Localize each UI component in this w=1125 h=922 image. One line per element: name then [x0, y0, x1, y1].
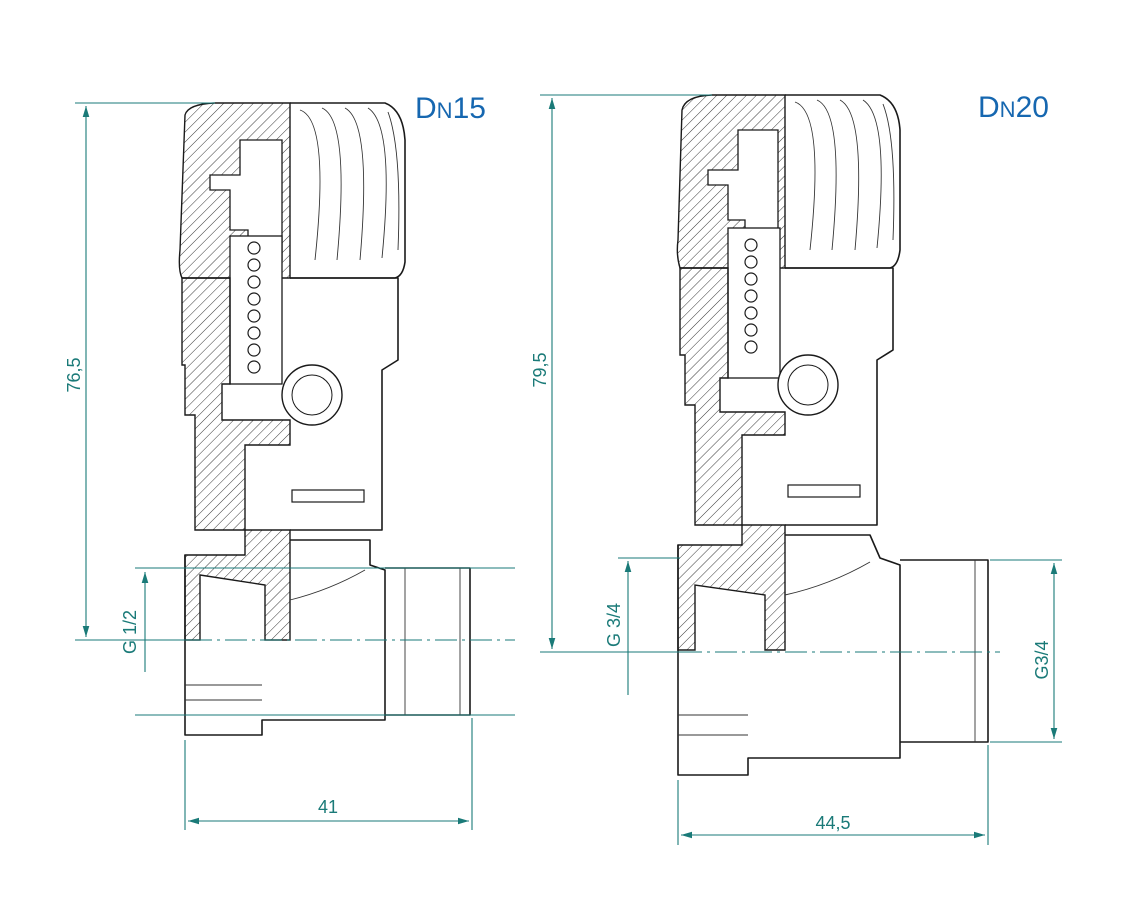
- cap-ribs-dn20: [794, 99, 895, 251]
- body-section-dn20: [679, 267, 786, 526]
- cap-knob-dn15: [290, 102, 406, 279]
- body-right-dn20: [785, 267, 894, 526]
- cap-knob-dn20: [785, 94, 901, 269]
- spring-coils-dn20: [744, 238, 758, 354]
- spring-housing-dn20: [727, 227, 781, 379]
- lower-section-dn15: [184, 529, 291, 641]
- cap-cavity-dn15: [209, 139, 283, 261]
- thread-label-dn15: G 1/2: [120, 610, 140, 654]
- pin-dn20: [787, 484, 861, 498]
- cap-cavity-dn20: [707, 129, 779, 251]
- dimensions-dn20: [540, 94, 1062, 845]
- thread-label-right-dn20: G3/4: [1032, 640, 1052, 679]
- port-inner-dn15: [291, 374, 333, 416]
- lower-body-dn15: [184, 539, 386, 736]
- dimensions-dn15: [75, 102, 515, 830]
- valve-dn15: [178, 102, 471, 736]
- spring-coils-dn15: [247, 241, 261, 374]
- body-section-dn15: [181, 277, 291, 531]
- valve-dn20: [676, 94, 989, 776]
- thread-label-left-dn20: G 3/4: [604, 603, 624, 647]
- title-dn15: DN15: [415, 92, 486, 125]
- port-circle-dn20: [777, 354, 839, 416]
- port-circle-dn15: [281, 364, 343, 426]
- thread-lines-dn20: [678, 560, 976, 742]
- lower-body-dn20: [677, 534, 901, 776]
- cap-ribs-dn15: [299, 107, 400, 261]
- height-dim-dn20: 79,5: [530, 352, 550, 387]
- thread-lines-dn15: [185, 568, 461, 715]
- body-right-dn15: [290, 277, 399, 531]
- thread-end-dn15: [385, 567, 471, 716]
- pin-dn15: [291, 489, 365, 503]
- lower-section-dn20: [677, 524, 786, 651]
- width-dim-dn15: 41: [318, 797, 338, 817]
- thread-end-dn20: [900, 559, 989, 743]
- title-dn20: DN20: [978, 91, 1049, 124]
- width-dim-dn20: 44,5: [815, 813, 850, 833]
- height-dim-dn15: 76,5: [64, 357, 84, 392]
- port-inner-dn20: [787, 364, 829, 406]
